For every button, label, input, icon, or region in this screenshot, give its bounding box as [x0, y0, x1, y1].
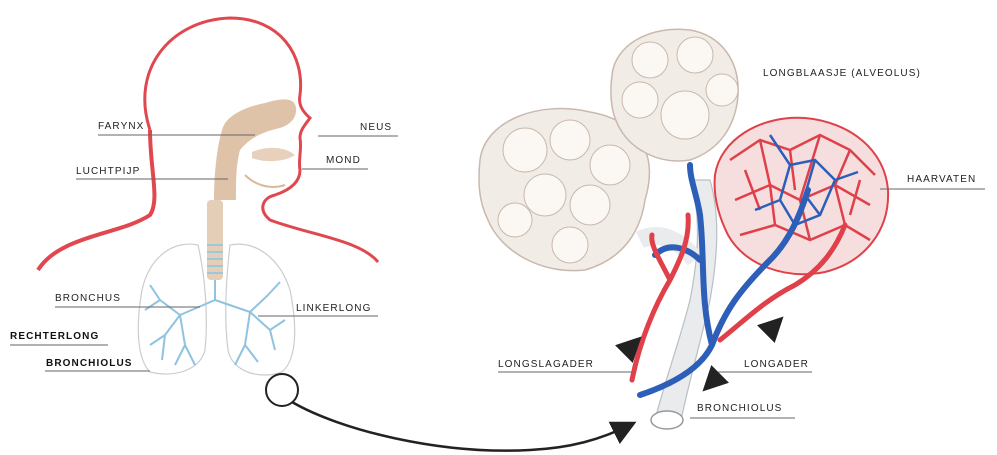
- flow-arrow-vein: [706, 376, 718, 388]
- flow-arrow-capillary: [768, 320, 780, 332]
- bronchial-tree: [145, 280, 285, 365]
- label-linkerlong: LINKERLONG: [296, 303, 371, 315]
- label-bronchiolus-left: BRONCHIOLUS: [46, 358, 133, 370]
- label-bronchus: BRONCHUS: [55, 293, 121, 305]
- mouth-tongue: [252, 148, 295, 161]
- trachea: [207, 200, 223, 280]
- label-mond: MOND: [326, 155, 361, 167]
- bronchiole-opening: [651, 411, 683, 429]
- zoom-circle: [266, 374, 298, 406]
- label-haarvaten: HAARVATEN: [907, 174, 976, 186]
- capillary-network: [715, 118, 889, 274]
- zoom-connector: [292, 402, 632, 451]
- body-outline: [145, 18, 378, 262]
- label-longader: LONGADER: [744, 359, 809, 371]
- label-bronchiolus-right: BRONCHIOLUS: [697, 403, 782, 415]
- flow-arrow-artery: [626, 340, 638, 352]
- body-outline-back: [38, 130, 154, 270]
- label-longblaasje: LONGBLAASJE (ALVEOLUS): [763, 68, 921, 80]
- jaw: [245, 175, 285, 187]
- label-longslagader: LONGSLAGADER: [498, 359, 594, 371]
- alveoli-top: [611, 29, 738, 161]
- label-luchtpijp: LUCHTPIJP: [76, 166, 140, 178]
- label-farynx: FARYNX: [98, 121, 144, 133]
- left-lung-outline: [226, 244, 295, 375]
- label-neus: NEUS: [360, 122, 392, 134]
- label-rechterlong: RECHTERLONG: [10, 331, 99, 343]
